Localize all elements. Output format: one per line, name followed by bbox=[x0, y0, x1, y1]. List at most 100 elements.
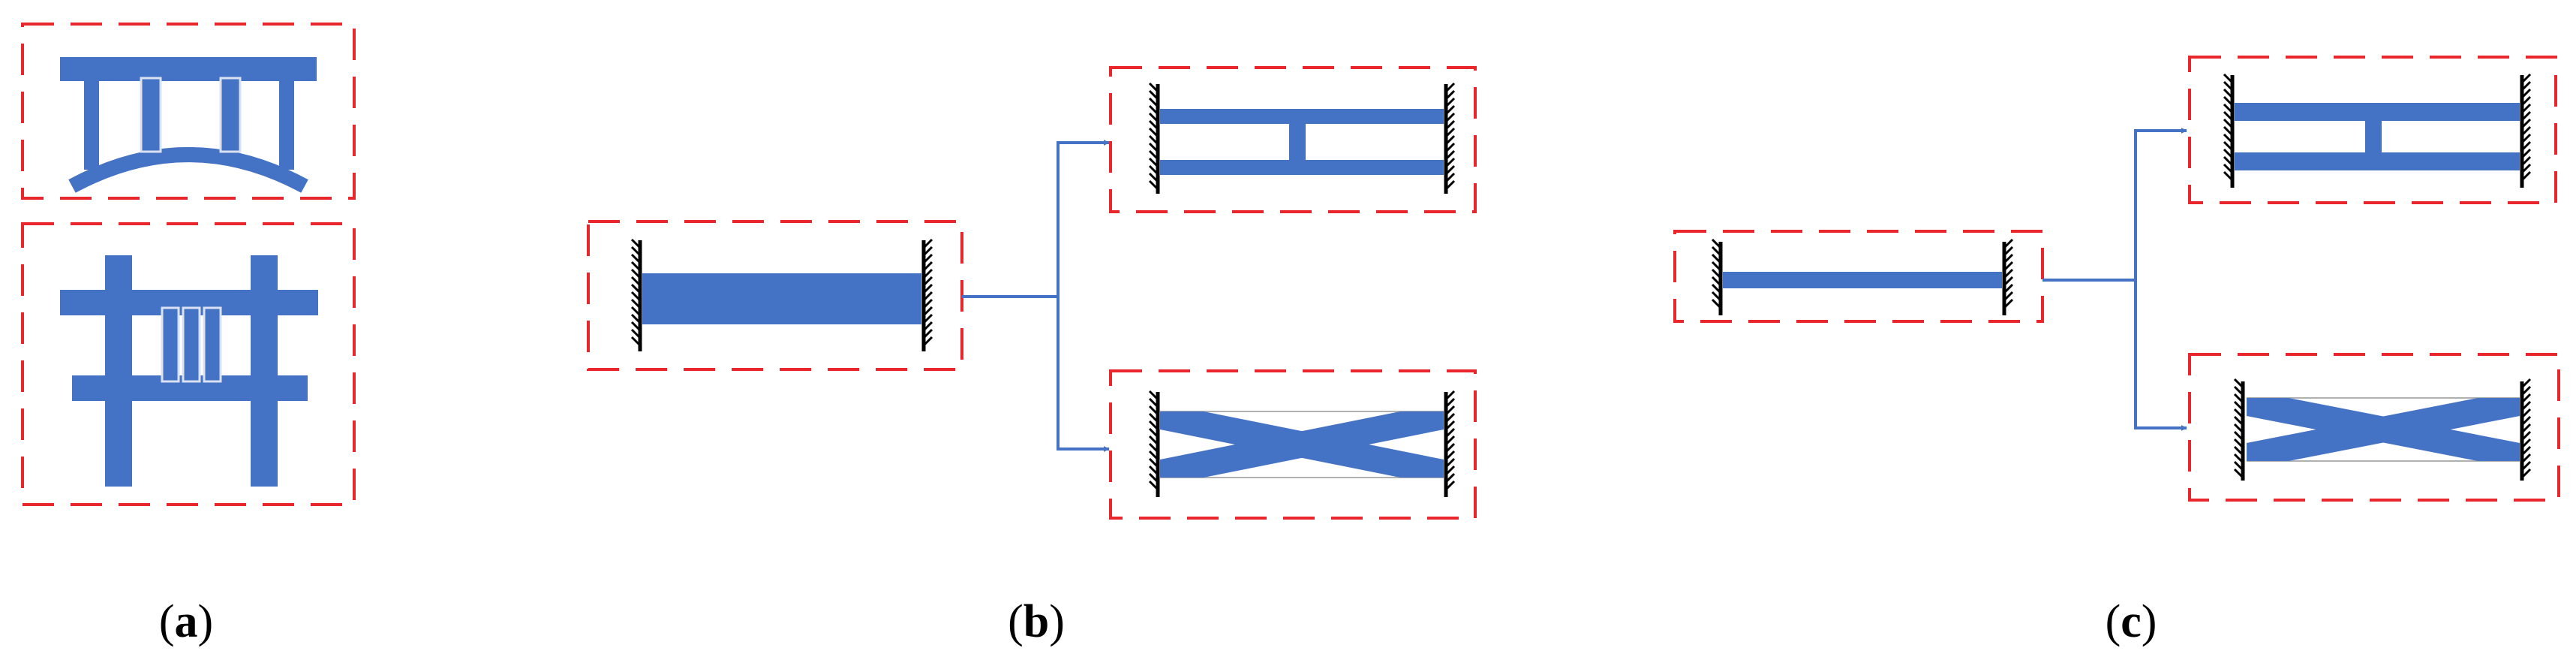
fixed-support-right bbox=[2520, 73, 2532, 188]
fixed-support-right bbox=[1444, 82, 1456, 194]
fixed-support-left bbox=[630, 238, 642, 351]
beam-link bbox=[1289, 124, 1306, 160]
arch-deck bbox=[60, 57, 317, 81]
hatch-mark bbox=[2520, 393, 2532, 404]
lower-beam bbox=[2235, 152, 2520, 170]
hatch-mark bbox=[1444, 164, 1456, 176]
hatch-mark bbox=[2223, 95, 2234, 107]
hatch-mark bbox=[1711, 291, 1722, 302]
hatch-mark bbox=[2520, 133, 2532, 144]
panel-a-bottom-frame bbox=[21, 222, 356, 506]
caption-b: (b) bbox=[1008, 596, 1065, 647]
thin-beam bbox=[1723, 272, 2002, 288]
hatch-mark bbox=[1444, 412, 1456, 423]
fixed-support-left bbox=[1148, 82, 1160, 194]
hatch-mark bbox=[1148, 172, 1159, 183]
hatch-mark bbox=[1711, 283, 1722, 294]
arch-post bbox=[84, 78, 99, 170]
hatch-mark bbox=[922, 238, 933, 249]
caption-a-letter: a bbox=[175, 596, 198, 647]
fixed-support-left bbox=[1148, 390, 1160, 497]
fixed-support-right bbox=[2002, 238, 2014, 315]
hatch-mark bbox=[1711, 276, 1722, 287]
hatch-mark bbox=[2003, 261, 2014, 272]
hatch-mark bbox=[1148, 390, 1159, 401]
panel-c-bottom-frame bbox=[2188, 353, 2560, 502]
beam-link bbox=[2365, 121, 2382, 152]
hatch-mark bbox=[1444, 450, 1456, 461]
hatch-mark bbox=[922, 328, 933, 339]
panel-b-x-brace bbox=[1148, 390, 1456, 497]
hatch-mark bbox=[922, 253, 933, 264]
hatch-mark bbox=[1711, 246, 1722, 257]
hatch-mark bbox=[922, 336, 933, 347]
hatch-mark bbox=[2520, 400, 2532, 411]
panel-b-top-frame bbox=[1109, 66, 1477, 213]
hatch-mark bbox=[1444, 465, 1456, 476]
hatch-mark bbox=[1444, 112, 1456, 123]
caption-c: (c) bbox=[2106, 596, 2157, 647]
lower-beam bbox=[1160, 160, 1444, 175]
thick-beam bbox=[642, 273, 921, 324]
panel-c-top-frame bbox=[2188, 56, 2557, 204]
hatch-mark bbox=[1148, 480, 1159, 491]
frame-column-right bbox=[251, 255, 278, 487]
hatch-mark bbox=[2223, 88, 2234, 99]
hatch-mark bbox=[922, 321, 933, 332]
hatch-mark bbox=[922, 298, 933, 309]
panel-b-double-beam bbox=[1148, 82, 1456, 194]
hatch-mark bbox=[2003, 238, 2014, 249]
hatch-mark bbox=[1444, 82, 1456, 93]
hatch-mark bbox=[922, 261, 933, 272]
fixed-support-right bbox=[1444, 390, 1456, 497]
hatch-mark bbox=[2520, 415, 2532, 426]
hatch-mark bbox=[922, 276, 933, 287]
hatch-mark bbox=[2233, 453, 2244, 464]
hatch-mark bbox=[1711, 238, 1722, 249]
hatch-mark bbox=[2520, 110, 2532, 122]
panel-c-double-beam bbox=[2223, 73, 2532, 188]
hatch-mark bbox=[630, 328, 642, 339]
hatch-mark bbox=[1711, 261, 1722, 272]
hatch-mark bbox=[2233, 445, 2244, 457]
hatch-mark bbox=[2520, 148, 2532, 159]
hatch-mark bbox=[1148, 435, 1159, 446]
hatch-mark bbox=[2520, 408, 2532, 419]
hatch-mark bbox=[2233, 393, 2244, 404]
frame-link bbox=[161, 306, 180, 383]
hatch-mark bbox=[2003, 291, 2014, 302]
hatch-mark bbox=[2223, 110, 2234, 122]
hatch-mark bbox=[2520, 73, 2532, 84]
hatch-mark bbox=[2223, 133, 2234, 144]
hatch-mark bbox=[1148, 157, 1159, 168]
hatch-mark bbox=[1444, 179, 1456, 191]
hatch-mark bbox=[630, 336, 642, 347]
hatch-mark bbox=[630, 253, 642, 264]
hatch-mark bbox=[630, 238, 642, 249]
hatch-mark bbox=[2520, 155, 2532, 167]
hatch-mark bbox=[1148, 397, 1159, 408]
x-brace-diagonal bbox=[2247, 398, 2520, 461]
hatch-mark bbox=[1148, 405, 1159, 416]
hatch-mark bbox=[1711, 298, 1722, 309]
hatch-mark bbox=[630, 306, 642, 317]
hatch-mark bbox=[1444, 89, 1456, 101]
hatch-mark bbox=[630, 261, 642, 272]
hatch-mark bbox=[1444, 442, 1456, 454]
hatch-mark bbox=[2520, 103, 2532, 114]
hatch-mark bbox=[1444, 104, 1456, 116]
panel-c bbox=[1673, 56, 2560, 502]
panel-c-source-frame bbox=[1673, 230, 2044, 323]
hatch-mark bbox=[1444, 405, 1456, 416]
hatch-mark bbox=[2233, 385, 2244, 396]
hatch-mark bbox=[2233, 468, 2244, 479]
hatch-mark bbox=[1148, 427, 1159, 438]
hatch-mark bbox=[1444, 119, 1456, 131]
hatch-mark bbox=[2520, 80, 2532, 92]
hatch-mark bbox=[630, 283, 642, 294]
hatch-mark bbox=[2520, 460, 2532, 472]
svg-text:(a): (a) bbox=[159, 596, 213, 647]
hatch-mark bbox=[2520, 125, 2532, 137]
hatch-mark bbox=[630, 276, 642, 287]
hatch-mark bbox=[2003, 268, 2014, 279]
